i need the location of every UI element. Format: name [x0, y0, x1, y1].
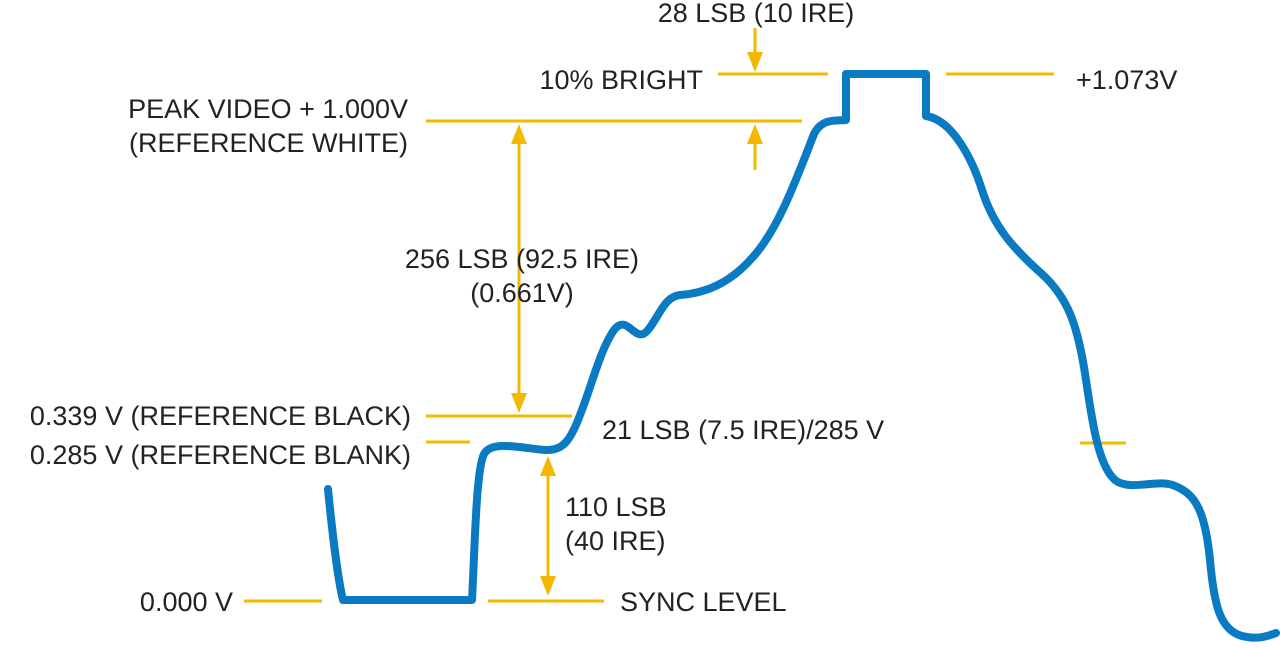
arrow-110lsb-head-down [540, 576, 556, 596]
label-28-lsb: 28 LSB (10 IRE) [658, 0, 855, 28]
label-peak-video: PEAK VIDEO + 1.000V [128, 94, 408, 124]
label-reference-blank: 0.285 V (REFERENCE BLANK) [30, 440, 411, 470]
dimension-arrows [511, 28, 763, 596]
label-plus-1073v: +1.073V [1076, 65, 1177, 95]
label-40-ire: (40 IRE) [565, 526, 666, 556]
video-waveform [324, 70, 1280, 642]
label-110-lsb: 110 LSB [565, 492, 667, 522]
label-0661v: (0.661V) [470, 278, 574, 308]
label-256-lsb: 256 LSB (92.5 IRE) [405, 244, 639, 274]
label-10-percent-bright: 10% BRIGHT [539, 65, 703, 95]
label-sync-level: SYNC LEVEL [620, 587, 787, 617]
level-lines [244, 72, 1126, 603]
arrow-256lsb-head-down [511, 393, 527, 413]
arrow-28lsb-head-up [747, 124, 763, 144]
label-reference-white: (REFERENCE WHITE) [129, 128, 408, 158]
arrow-256lsb-head-up [511, 124, 527, 144]
label-zero-volt: 0.000 V [140, 587, 233, 617]
labels: 28 LSB (10 IRE) 10% BRIGHT +1.073V PEAK … [30, 0, 1177, 617]
label-21-lsb: 21 LSB (7.5 IRE)/285 V [602, 415, 884, 445]
label-reference-black: 0.339 V (REFERENCE BLACK) [30, 401, 411, 431]
arrow-28lsb-head-down [747, 52, 763, 72]
arrow-110lsb-head-up [540, 456, 556, 476]
